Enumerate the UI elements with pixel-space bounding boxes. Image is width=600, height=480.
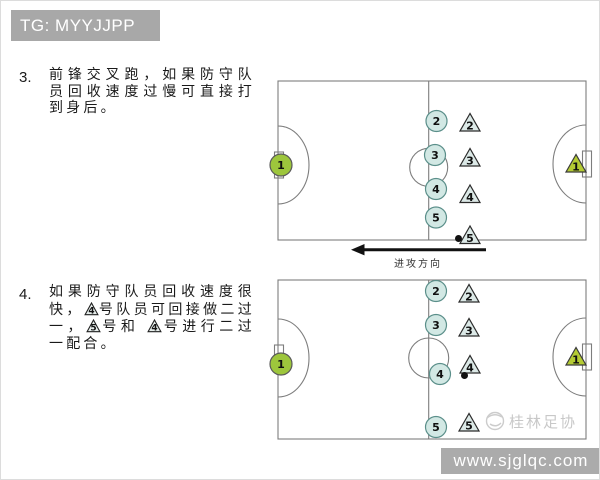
player-triangle-5: 5 bbox=[457, 412, 481, 433]
player-circle-4: 4 bbox=[428, 362, 452, 386]
player-triangle-4: 4 bbox=[458, 183, 482, 204]
svg-text:4: 4 bbox=[152, 324, 158, 334]
center-circle bbox=[408, 337, 450, 379]
penalty-arc-right bbox=[552, 124, 587, 204]
player-markers: 1 2 3 4 5 1 2 3 4 5 bbox=[269, 279, 588, 439]
list-item-number: 4. bbox=[19, 286, 32, 303]
svg-text:4: 4 bbox=[432, 183, 440, 196]
ball bbox=[455, 235, 462, 242]
player-triangle-3: 3 bbox=[457, 317, 481, 338]
player-markers: 1 2 3 4 5 1 2 3 4 5 bbox=[269, 109, 588, 245]
inline-triangle-marker: 5 bbox=[86, 319, 101, 333]
svg-text:3: 3 bbox=[465, 325, 473, 338]
player-triangle-1: 1 bbox=[564, 346, 588, 367]
player-triangle-2: 2 bbox=[457, 283, 481, 304]
player-circle-3: 3 bbox=[423, 143, 447, 167]
player-circle-5: 5 bbox=[424, 415, 448, 439]
svg-text:4: 4 bbox=[466, 362, 474, 375]
player-circle-2: 2 bbox=[424, 279, 448, 303]
player-circle-4: 4 bbox=[424, 177, 448, 201]
player-triangle-3: 3 bbox=[458, 147, 482, 168]
watermark-logo-icon bbox=[485, 411, 505, 431]
player-circle-1: 1 bbox=[269, 352, 293, 376]
svg-text:3: 3 bbox=[431, 149, 439, 162]
svg-text:4: 4 bbox=[436, 368, 444, 381]
ball bbox=[461, 372, 468, 379]
svg-text:5: 5 bbox=[90, 324, 96, 334]
svg-text:4: 4 bbox=[88, 306, 94, 316]
tg-tag-badge: TG: MYYJJPP bbox=[11, 10, 160, 41]
svg-text:1: 1 bbox=[277, 159, 285, 172]
svg-text:2: 2 bbox=[432, 285, 440, 298]
inline-triangle-marker: 4 bbox=[147, 319, 163, 334]
player-circle-3: 3 bbox=[424, 313, 448, 337]
list-item-text: 前锋交叉跑，如果防守队员回收速度过慢可直接打到身后。 bbox=[49, 68, 255, 116]
svg-text:3: 3 bbox=[432, 319, 440, 332]
svg-text:5: 5 bbox=[465, 420, 473, 433]
pitch-diagram-1: 1 2 3 4 5 1 2 3 4 5 进攻方向 bbox=[269, 80, 593, 270]
player-triangle-1: 1 bbox=[564, 153, 588, 174]
player-circle-5: 5 bbox=[424, 206, 448, 229]
penalty-arc-right bbox=[552, 317, 587, 397]
svg-text:1: 1 bbox=[572, 161, 580, 174]
attack-arrow bbox=[351, 244, 486, 256]
list-item-number: 3. bbox=[19, 69, 32, 86]
svg-text:5: 5 bbox=[432, 421, 440, 434]
watermark-text: 桂林足协 bbox=[509, 414, 577, 431]
player-triangle-5: 5 bbox=[458, 224, 482, 245]
player-triangle-2: 2 bbox=[458, 112, 482, 133]
svg-text:1: 1 bbox=[572, 354, 580, 367]
penalty-arc-left bbox=[277, 125, 310, 205]
inline-triangle-marker: 4 bbox=[83, 301, 99, 316]
svg-text:5: 5 bbox=[432, 212, 440, 225]
site-url-bar: www.sjglqc.com bbox=[441, 448, 599, 474]
attack-direction-label: 进攻方向 bbox=[394, 257, 442, 270]
svg-text:1: 1 bbox=[277, 358, 285, 371]
svg-text:5: 5 bbox=[466, 232, 474, 245]
svg-text:2: 2 bbox=[433, 115, 441, 128]
list-item-3: 3. 前锋交叉跑，如果防守队员回收速度过慢可直接打到身后。 bbox=[19, 68, 255, 118]
svg-text:2: 2 bbox=[465, 291, 473, 304]
goal-right bbox=[581, 150, 593, 178]
svg-text:2: 2 bbox=[466, 120, 474, 133]
goal-right bbox=[581, 343, 593, 371]
svg-text:4: 4 bbox=[466, 191, 474, 204]
player-circle-1: 1 bbox=[269, 153, 293, 177]
svg-text:3: 3 bbox=[466, 155, 474, 168]
player-circle-2: 2 bbox=[425, 109, 448, 133]
pitch-diagram-2: 1 2 3 4 5 1 2 3 4 5 桂林足协 bbox=[269, 279, 593, 440]
player-triangle-4: 4 bbox=[458, 354, 482, 375]
penalty-arc-left bbox=[277, 318, 310, 398]
